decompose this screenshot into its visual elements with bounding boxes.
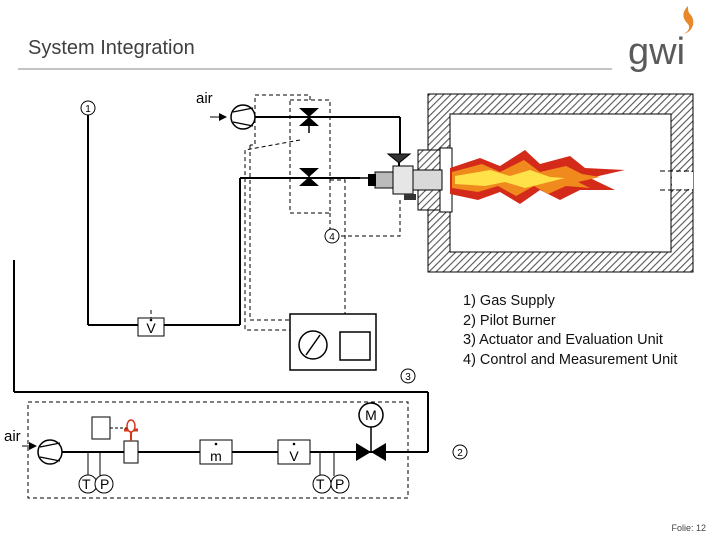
tp-sensor-right: T P: [312, 452, 350, 494]
marker-3: [400, 368, 416, 384]
flow-label-upper: V: [146, 320, 156, 336]
marker-4: [324, 228, 340, 244]
upper-flow-sensor: V: [137, 317, 165, 337]
mass-flow-label: m: [210, 448, 222, 464]
evaluation-unit: [289, 313, 377, 371]
pressure-regulator: [91, 416, 139, 464]
legend: 1) Gas Supply 2) Pilot Burner 3) Actuato…: [463, 292, 677, 370]
svg-text:4: 4: [329, 232, 335, 243]
svg-text:1: 1: [85, 104, 91, 115]
logo-flame-icon: [683, 6, 694, 34]
pilot-train-box: [27, 401, 409, 499]
burner-flame: [450, 150, 625, 204]
temp-label-left: T: [82, 476, 91, 492]
flow-label-lower: V: [289, 448, 299, 464]
burner-assembly: [360, 153, 443, 200]
signal-lines: [150, 94, 401, 341]
pilot-valve-icon: [356, 443, 386, 461]
marker-2: [452, 444, 468, 460]
display-icon: [339, 331, 371, 361]
pilot-burner-line: [13, 260, 429, 452]
air-label-left: air: [4, 428, 21, 445]
svg-text:2: 2: [457, 448, 463, 459]
motorised-valve: M: [356, 402, 386, 461]
legend-item: 2) Pilot Burner: [463, 312, 556, 329]
air-label-top: air: [196, 90, 213, 107]
slide-number: Folie: 12: [671, 523, 706, 533]
slide-title: System Integration: [28, 37, 195, 59]
svg-text:3: 3: [405, 372, 411, 383]
legend-item: 3) Actuator and Evaluation Unit: [463, 332, 663, 348]
gwi-logo: gwi: [628, 6, 694, 73]
lower-flow-sensor: V: [277, 439, 311, 465]
logo-text: gwi: [628, 31, 685, 73]
pressure-label-right: P: [335, 476, 344, 492]
motor-label: M: [365, 407, 377, 423]
temp-label-right: T: [316, 476, 325, 492]
top-air-inlet: air: [196, 90, 401, 154]
legend-item: 1) Gas Supply: [463, 293, 555, 309]
burner-top-valve-icon: [386, 153, 412, 164]
mass-flow-sensor: m: [199, 439, 233, 465]
tp-sensor-left: T P: [78, 452, 114, 494]
pressure-label-left: P: [100, 476, 109, 492]
legend-item: 4) Control and Measurement Unit: [463, 351, 678, 368]
